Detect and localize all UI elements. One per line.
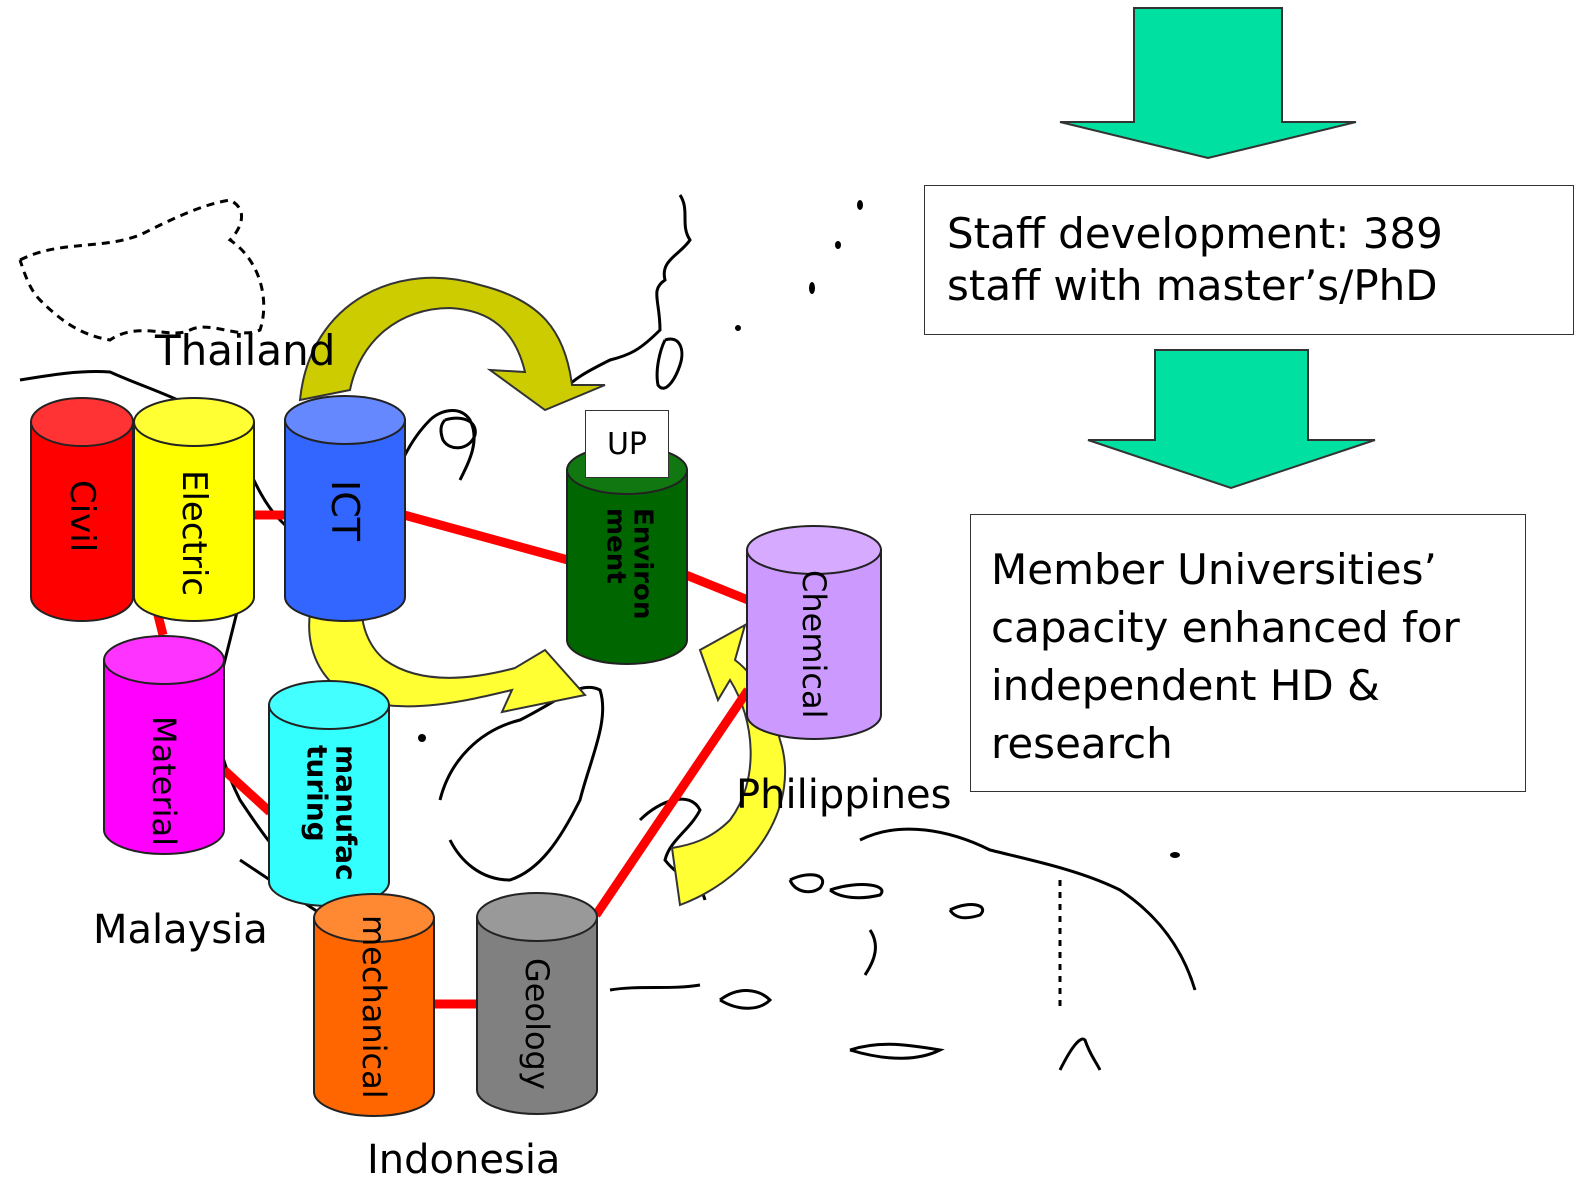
- new-guinea-south: [1058, 1037, 1102, 1071]
- timor: [849, 1042, 945, 1060]
- hainan: [439, 416, 477, 450]
- island-b: [829, 883, 884, 900]
- island-a: [788, 873, 824, 894]
- cylinder-mechanical: [313, 893, 435, 1117]
- down-arrow-top: [1059, 7, 1357, 160]
- cylinder-label-geology: Geology: [518, 958, 556, 1090]
- label-indonesia: Indonesia: [367, 1137, 561, 1183]
- links: [143, 510, 752, 1009]
- staff-development-box: Staff development: 389 staff with master…: [924, 185, 1574, 335]
- cylinder-label-chemical: Chemical: [795, 570, 833, 719]
- island-c: [948, 903, 984, 920]
- cylinder-ict: [284, 395, 406, 622]
- lesser-sunda-2: [719, 989, 773, 1010]
- link-ict-environment: [402, 510, 570, 565]
- curved-arrow-middle: [308, 563, 587, 714]
- up-tag: UP: [585, 410, 669, 478]
- label-malaysia: Malaysia: [93, 907, 268, 953]
- taiwan: [655, 337, 684, 390]
- cylinder-material: [103, 635, 225, 855]
- lesser-sunda-1: [609, 983, 701, 992]
- china-border: [18, 198, 266, 342]
- down-arrow-middle: [1087, 349, 1376, 490]
- cylinder-electric: [133, 397, 255, 622]
- borneo: [438, 685, 605, 882]
- cylinder-civil: [30, 397, 134, 622]
- cylinder-label-ict: ICT: [323, 480, 367, 541]
- new-guinea: [859, 827, 1197, 991]
- label-thailand: Thailand: [155, 326, 336, 375]
- staff-line-2: staff with master’s/PhD: [947, 261, 1438, 310]
- island-d: [863, 929, 877, 976]
- cylinder-label-mechanical: mechanical: [355, 915, 393, 1099]
- cylinder-label-civil: Civil: [62, 480, 102, 553]
- capacity-line-2: capacity enhanced for: [991, 603, 1460, 652]
- cylinder-label-material: Material: [145, 716, 183, 846]
- capacity-line-1: Member Universities’: [991, 545, 1437, 594]
- cylinder-label-electric: Electric: [174, 470, 214, 596]
- cylinder-label-manufacturing: manufac turing: [300, 745, 363, 881]
- label-philippines: Philippines: [736, 772, 952, 818]
- link-material-manufacturing: [220, 766, 274, 816]
- capacity-line-3: independent HD &: [991, 661, 1380, 710]
- curved-arrow-top: [298, 276, 606, 412]
- cylinder-chemical: [746, 525, 882, 740]
- link-environment-chemical: [684, 570, 750, 605]
- link-geology-chemical: [592, 687, 752, 918]
- cylinder-geology: [476, 892, 598, 1115]
- cylinder-label-environment: Environ ment: [600, 508, 658, 620]
- capacity-box: Member Universities’ capacity enhanced f…: [970, 514, 1526, 792]
- china-coast: [558, 194, 692, 396]
- staff-line-1: Staff development: 389: [947, 209, 1443, 258]
- up-tag-text: UP: [606, 426, 648, 462]
- capacity-line-4: research: [991, 719, 1173, 768]
- cylinder-manufacturing: [268, 680, 390, 907]
